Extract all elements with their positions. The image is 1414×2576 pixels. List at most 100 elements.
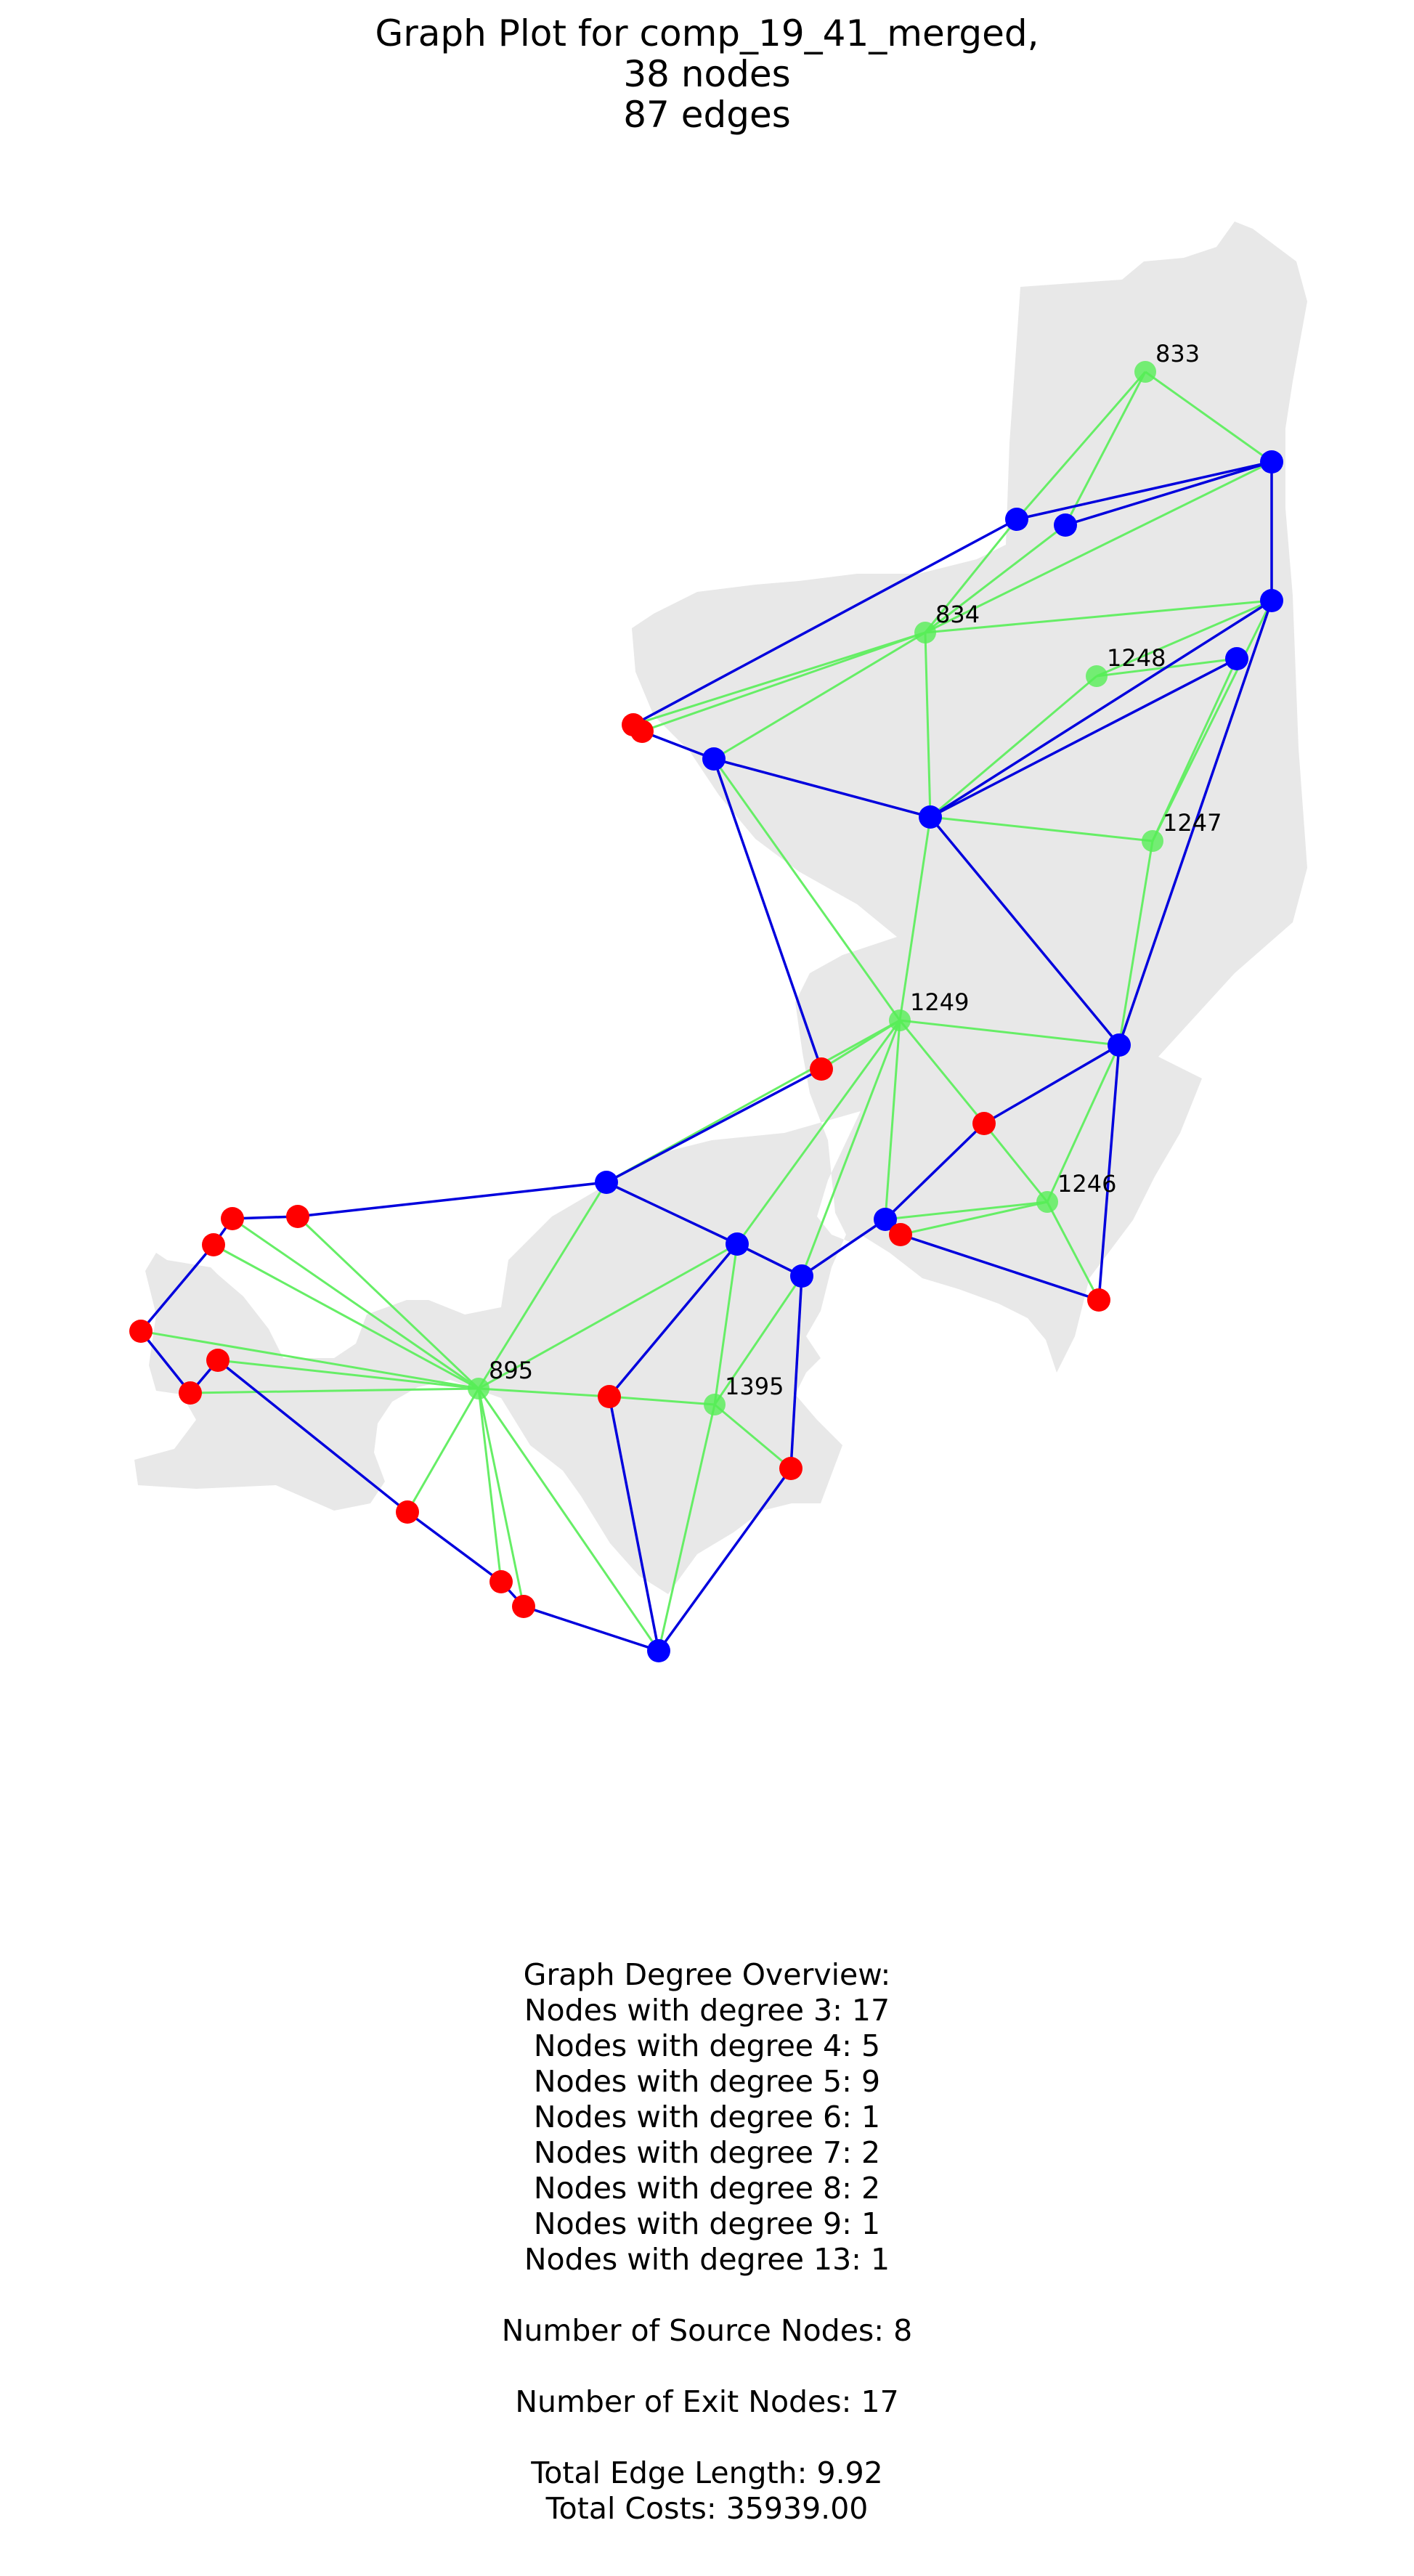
flow-edge: [800, 1020, 901, 1277]
pipe-edge: [900, 1233, 1100, 1301]
degree-line: Nodes with degree 7: 2: [533, 2135, 881, 2170]
flow-edge: [1046, 1201, 1100, 1301]
exit-node: [512, 1595, 535, 1618]
title-line-3: 87 edges: [623, 94, 791, 136]
exit-node: [489, 1570, 513, 1593]
degree-line: Nodes with degree 5: 9: [533, 2064, 881, 2099]
junction-node: [1108, 1033, 1131, 1057]
pipe-edge: [606, 1181, 738, 1246]
junction-node: [726, 1232, 749, 1256]
flow-edge: [1151, 600, 1273, 842]
exit-node: [810, 1057, 833, 1081]
node-label: 834: [935, 601, 980, 628]
node-label: 1246: [1057, 1170, 1116, 1198]
spacer: [0, 2278, 1414, 2313]
pipe-edge: [608, 1396, 660, 1651]
flow-edge: [1046, 1044, 1121, 1203]
flow-edge: [477, 1182, 608, 1389]
node-label: 1249: [910, 988, 969, 1016]
exit-node: [396, 1500, 419, 1524]
pipe-edge: [297, 1181, 607, 1218]
region-shape: [134, 222, 1307, 1594]
flow-edge: [140, 1330, 479, 1390]
flow-edge: [713, 1275, 803, 1405]
degree-line: Nodes with degree 9: 1: [533, 2206, 881, 2241]
junction-node: [1260, 450, 1283, 474]
exit-node: [972, 1112, 996, 1135]
degree-line: Nodes with degree 3: 17: [524, 1993, 890, 2028]
flow-edge: [190, 1387, 479, 1394]
junction-node: [1260, 589, 1283, 612]
pipe-edge: [139, 1243, 215, 1333]
pipe-edge: [523, 1605, 659, 1652]
flow-edge: [885, 1200, 1048, 1221]
exit-node: [630, 720, 654, 743]
exit-node: [286, 1205, 309, 1228]
pipe-edge: [657, 1467, 792, 1652]
exit-node: [598, 1385, 621, 1408]
junction-node: [919, 805, 942, 829]
pipe-edge: [1097, 1044, 1121, 1301]
pipe-edge: [736, 1243, 803, 1277]
flow-edge: [478, 1243, 738, 1390]
exit-node: [889, 1223, 912, 1246]
flow-edge: [477, 1388, 503, 1582]
flow-edge: [924, 519, 1018, 633]
node-label: 895: [489, 1357, 533, 1384]
pipe-edge: [789, 1275, 803, 1469]
source-node: [468, 1378, 489, 1399]
pipe-edge: [1065, 460, 1272, 527]
flow-edge: [1145, 370, 1272, 463]
pipe-edge: [633, 518, 1017, 726]
plot-title: Graph Plot for comp_19_41_merged, 38 nod…: [0, 13, 1414, 135]
pipe-edge: [216, 1359, 409, 1513]
source-node: [914, 622, 936, 643]
degree-line: Nodes with degree 4: 5: [533, 2028, 881, 2063]
junction-node: [702, 747, 726, 771]
pipe-edge: [712, 758, 823, 1070]
flow-edge: [925, 460, 1272, 634]
flow-edge: [899, 1019, 1120, 1047]
flow-edge: [898, 816, 932, 1021]
flow-edge: [217, 1359, 479, 1390]
source-node: [1036, 1191, 1058, 1213]
junction-node: [595, 1171, 618, 1194]
flow-edge: [898, 1020, 986, 1124]
flow-edge: [1096, 599, 1272, 678]
flow-edge: [930, 675, 1097, 818]
junction-node: [790, 1264, 813, 1288]
flow-edge: [712, 758, 901, 1021]
flow-edge: [1064, 371, 1147, 526]
flow-edge: [1151, 658, 1238, 842]
spacer: [0, 2349, 1414, 2384]
flow-edge: [657, 1404, 716, 1651]
flow-edge: [633, 631, 926, 726]
flow-edge: [930, 816, 1153, 842]
source-node: [889, 1009, 911, 1031]
pipe-edge: [930, 657, 1238, 818]
node-label: 1247: [1163, 809, 1222, 837]
exit-node: [129, 1320, 153, 1343]
node-label: 1248: [1107, 644, 1166, 672]
pipe-edge: [608, 1243, 739, 1398]
pipe-edge: [139, 1330, 192, 1394]
title-line-2: 38 nodes: [623, 53, 791, 95]
pipe-edge: [983, 1044, 1120, 1125]
source-node: [1134, 361, 1156, 383]
degree-line: Nodes with degree 6: 1: [533, 2100, 881, 2134]
exit-node-count: Number of Exit Nodes: 17: [515, 2384, 899, 2419]
junction-node: [1005, 508, 1028, 531]
pipe-edge: [606, 1068, 822, 1184]
flow-edge: [736, 1020, 901, 1245]
flow-edge: [900, 1200, 1048, 1236]
flow-edge: [924, 632, 932, 818]
flow-edge: [925, 599, 1272, 634]
pipe-edge: [641, 730, 715, 760]
source-node: [1142, 830, 1163, 852]
stats-heading: Graph Degree Overview:: [523, 1957, 891, 1992]
spacer: [0, 2420, 1414, 2455]
junction-node: [1225, 647, 1248, 670]
flow-edge: [232, 1217, 479, 1390]
flow-edge: [1118, 840, 1154, 1046]
exit-node: [221, 1207, 244, 1230]
